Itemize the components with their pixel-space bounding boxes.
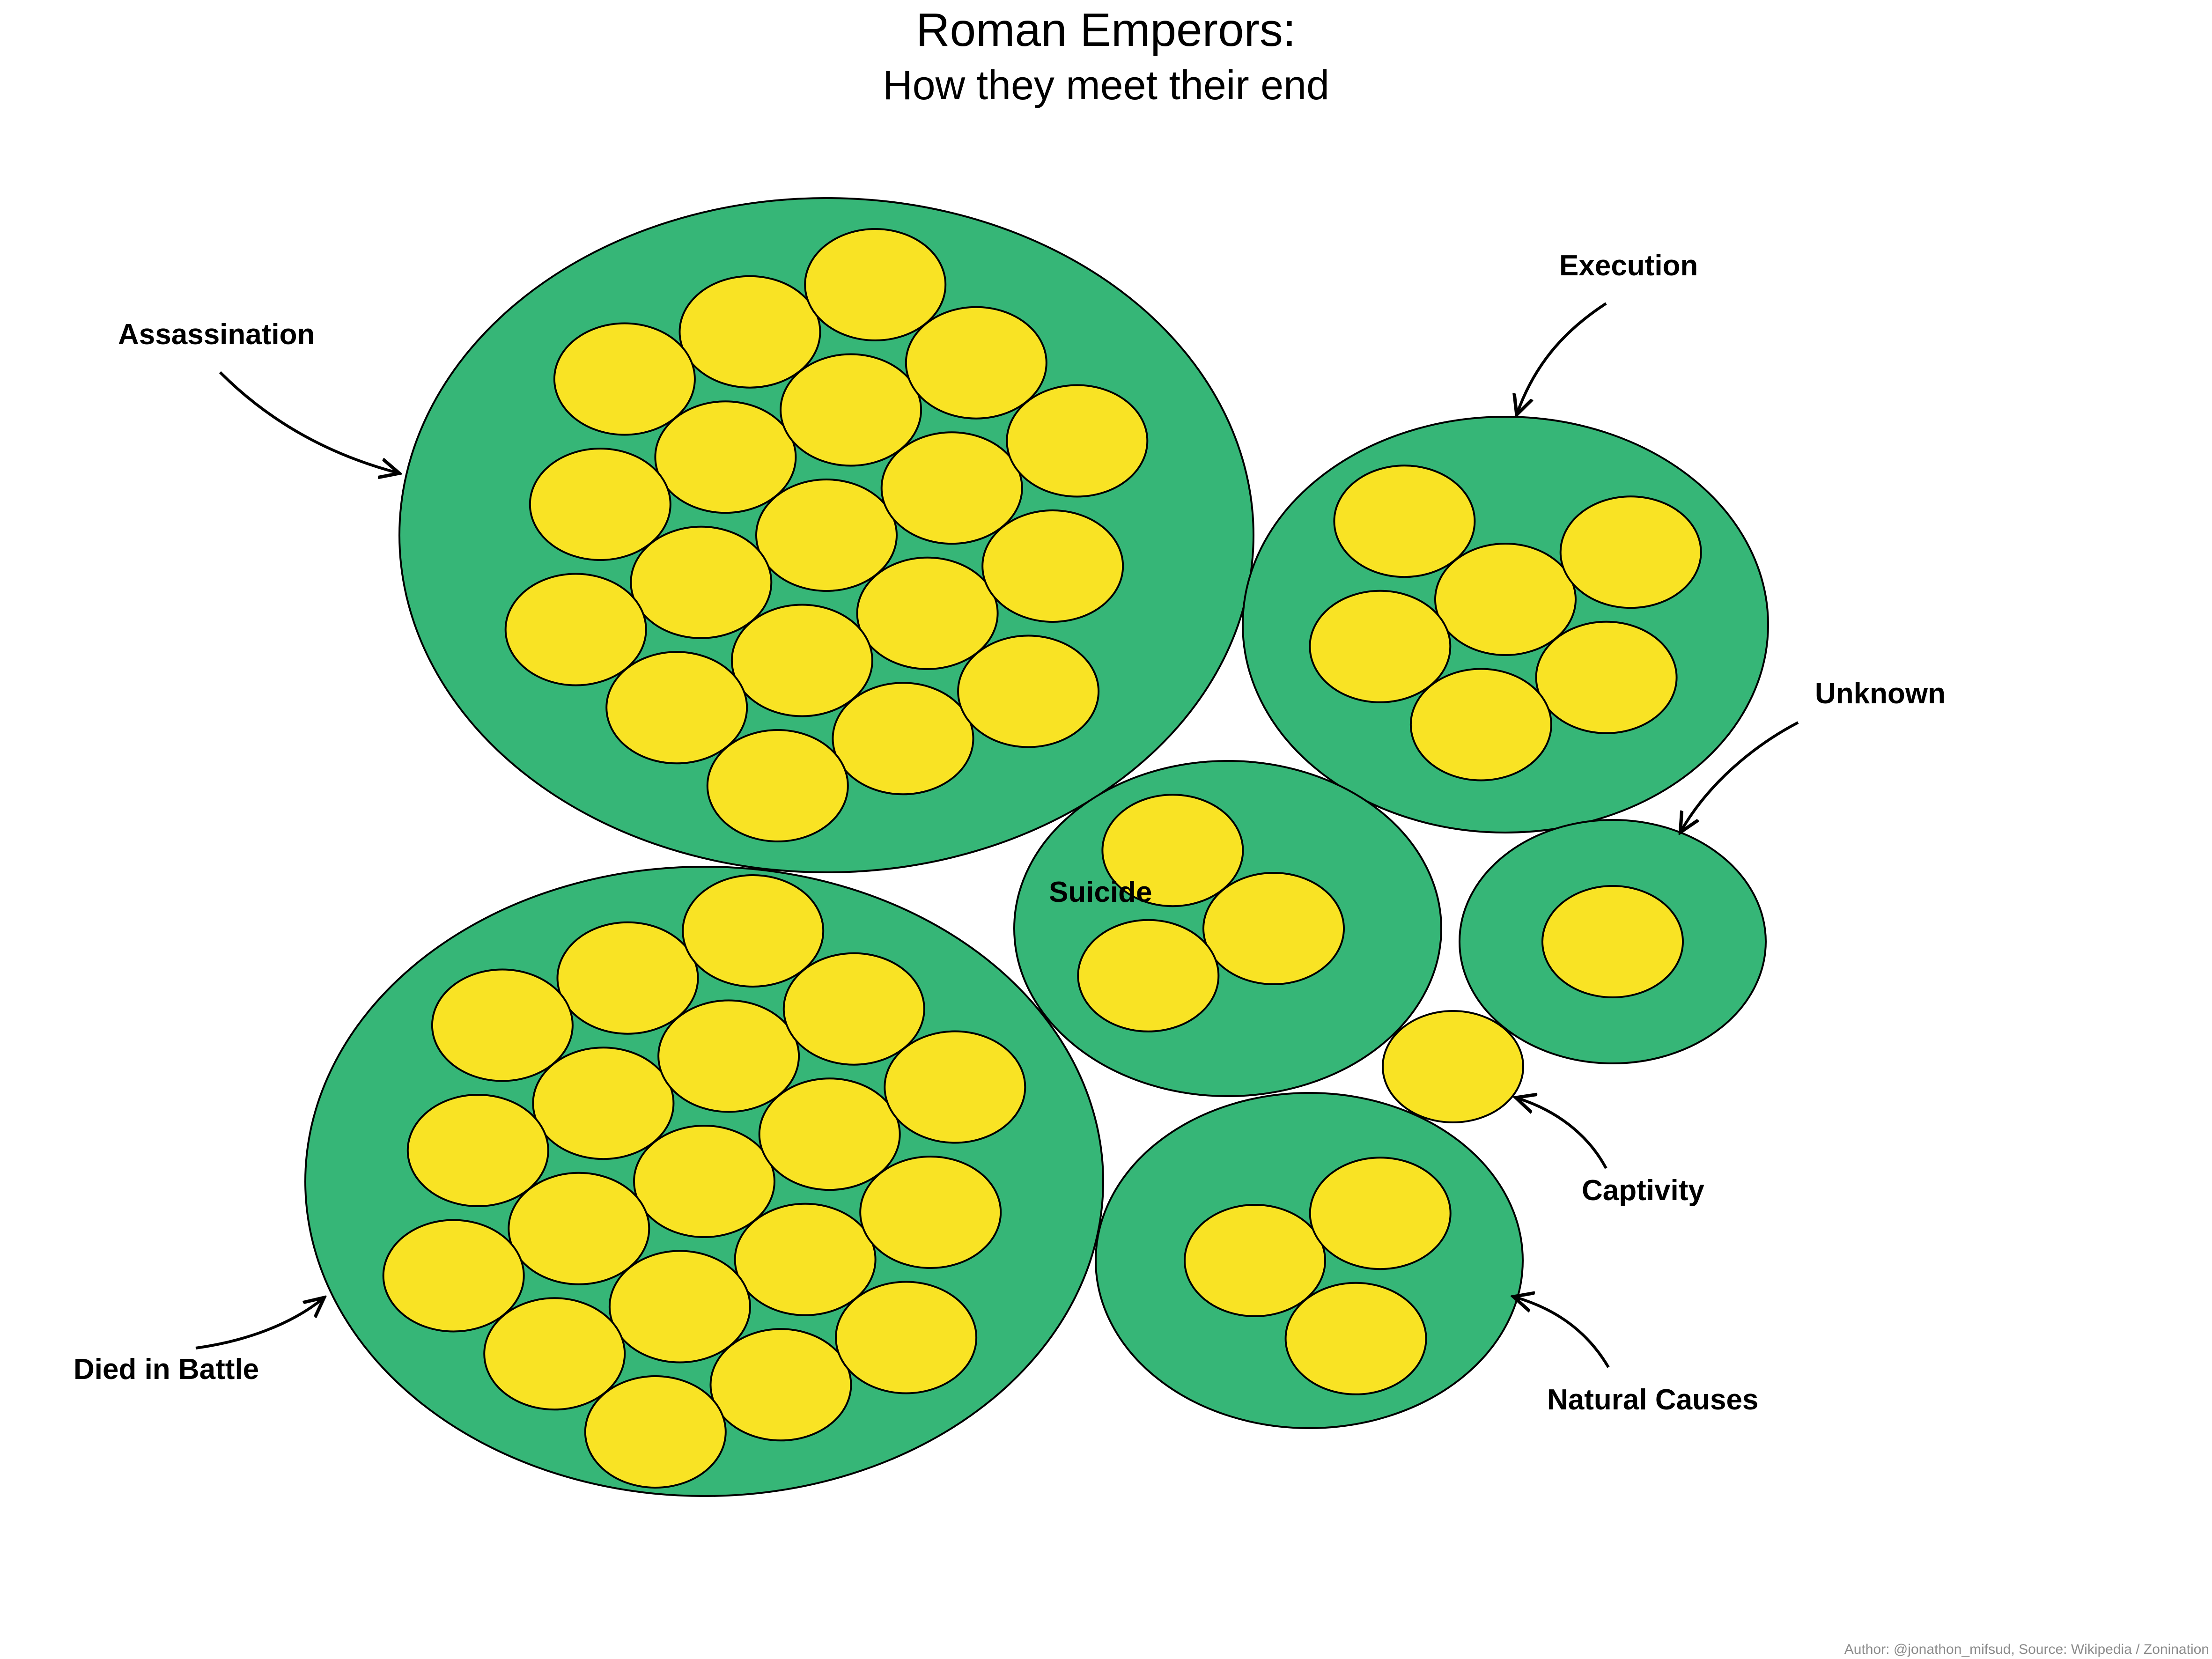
emperor-dot-execution	[1559, 495, 1702, 609]
arrow-assassination	[219, 371, 398, 473]
emperor-dot-died-in-battle	[508, 1172, 650, 1285]
emperor-dot-assassination	[856, 556, 999, 670]
emperor-dots-unknown	[1541, 885, 1684, 998]
emperor-dots-execution	[1309, 465, 1702, 782]
emperor-dot-assassination	[654, 400, 797, 514]
emperor-dot-assassination	[832, 682, 974, 796]
emperor-dot-assassination	[981, 509, 1124, 623]
emperor-dot-died-in-battle	[556, 921, 699, 1035]
emperor-dot-unknown	[1541, 885, 1684, 998]
emperor-dots-died-in-battle	[382, 874, 1026, 1489]
emperor-dot-died-in-battle	[532, 1047, 675, 1160]
arrow-captivity	[1517, 1098, 1607, 1169]
emperor-dot-assassination	[553, 322, 696, 436]
label-natural-causes: Natural Causes	[1547, 1384, 1758, 1416]
emperor-dot-execution	[1409, 668, 1552, 782]
arrow-natural-causes	[1515, 1297, 1610, 1368]
emperor-dot-died-in-battle	[382, 1219, 525, 1333]
emperor-dot-assassination	[957, 634, 1100, 748]
emperor-dot-natural-causes	[1284, 1282, 1427, 1395]
emperor-dots-suicide	[1077, 794, 1345, 1032]
chart-title: Roman Emperors:	[916, 4, 1296, 56]
emperor-dot-suicide	[1202, 872, 1345, 985]
emperor-dot-died-in-battle	[835, 1281, 978, 1394]
arrow-died-in-battle	[195, 1298, 323, 1349]
emperor-dot-died-in-battle	[633, 1125, 775, 1238]
emperor-dot-died-in-battle	[657, 999, 800, 1113]
emperor-dot-natural-causes	[1309, 1157, 1452, 1270]
emperor-dot-assassination	[730, 604, 873, 717]
emperor-dot-died-in-battle	[884, 1030, 1026, 1144]
chart-subtitle: How they meet their end	[883, 62, 1329, 108]
emperor-dot-execution	[1434, 543, 1577, 656]
emperor-dots-captivity	[1382, 1010, 1524, 1123]
emperor-dot-captivity	[1382, 1010, 1524, 1123]
group-died-in-battle	[304, 866, 1104, 1497]
emperor-dot-died-in-battle	[483, 1297, 626, 1411]
label-died-in-battle: Died in Battle	[74, 1353, 259, 1386]
emperor-dot-assassination	[905, 306, 1047, 420]
source-credit: Author: @jonathon_mifsud, Source: Wikipe…	[1844, 1642, 2209, 1657]
emperor-dot-died-in-battle	[859, 1156, 1002, 1269]
emperor-dot-died-in-battle	[782, 952, 925, 1066]
label-execution: Execution	[1559, 250, 1698, 282]
emperor-dot-assassination	[780, 353, 922, 467]
group-suicide	[1013, 760, 1442, 1097]
arrow-execution	[1517, 302, 1607, 413]
emperor-dot-suicide	[1101, 794, 1244, 907]
emperor-dot-died-in-battle	[682, 874, 825, 988]
emperor-dots-natural-causes	[1184, 1157, 1452, 1395]
emperor-dots-assassination	[504, 228, 1149, 842]
emperor-dot-assassination	[504, 573, 647, 686]
emperor-dot-died-in-battle	[608, 1250, 751, 1364]
emperor-dot-died-in-battle	[709, 1328, 852, 1442]
emperor-dot-assassination	[605, 651, 748, 765]
emperor-dot-assassination	[678, 275, 821, 389]
emperor-dot-natural-causes	[1184, 1204, 1326, 1317]
emperor-dot-assassination	[755, 479, 898, 592]
emperor-dot-execution	[1333, 465, 1476, 578]
emperor-dot-assassination	[706, 729, 849, 842]
emperor-dot-assassination	[804, 228, 947, 341]
group-natural-causes	[1095, 1092, 1524, 1429]
group-assassination	[398, 197, 1254, 873]
group-execution	[1242, 416, 1769, 833]
emperor-dot-execution	[1309, 590, 1452, 703]
emperor-dot-died-in-battle	[758, 1077, 901, 1191]
emperor-dot-died-in-battle	[584, 1375, 727, 1489]
emperor-dot-suicide	[1077, 919, 1220, 1032]
emperor-dot-assassination	[880, 431, 1023, 545]
label-assassination: Assassination	[118, 318, 315, 351]
group-unknown	[1459, 819, 1767, 1064]
emperor-dot-assassination	[1006, 384, 1149, 498]
group-captivity	[1382, 1010, 1524, 1123]
arrow-unknown	[1681, 721, 1799, 831]
label-suicide: Suicide	[1049, 876, 1152, 908]
emperor-dot-assassination	[630, 525, 773, 639]
label-captivity: Captivity	[1582, 1174, 1704, 1207]
emperor-dot-died-in-battle	[406, 1094, 549, 1207]
emperor-dot-died-in-battle	[734, 1202, 877, 1316]
emperor-dot-assassination	[529, 448, 671, 561]
emperor-dot-execution	[1535, 620, 1678, 734]
emperor-dot-died-in-battle	[431, 968, 574, 1082]
label-unknown: Unknown	[1815, 678, 1946, 710]
